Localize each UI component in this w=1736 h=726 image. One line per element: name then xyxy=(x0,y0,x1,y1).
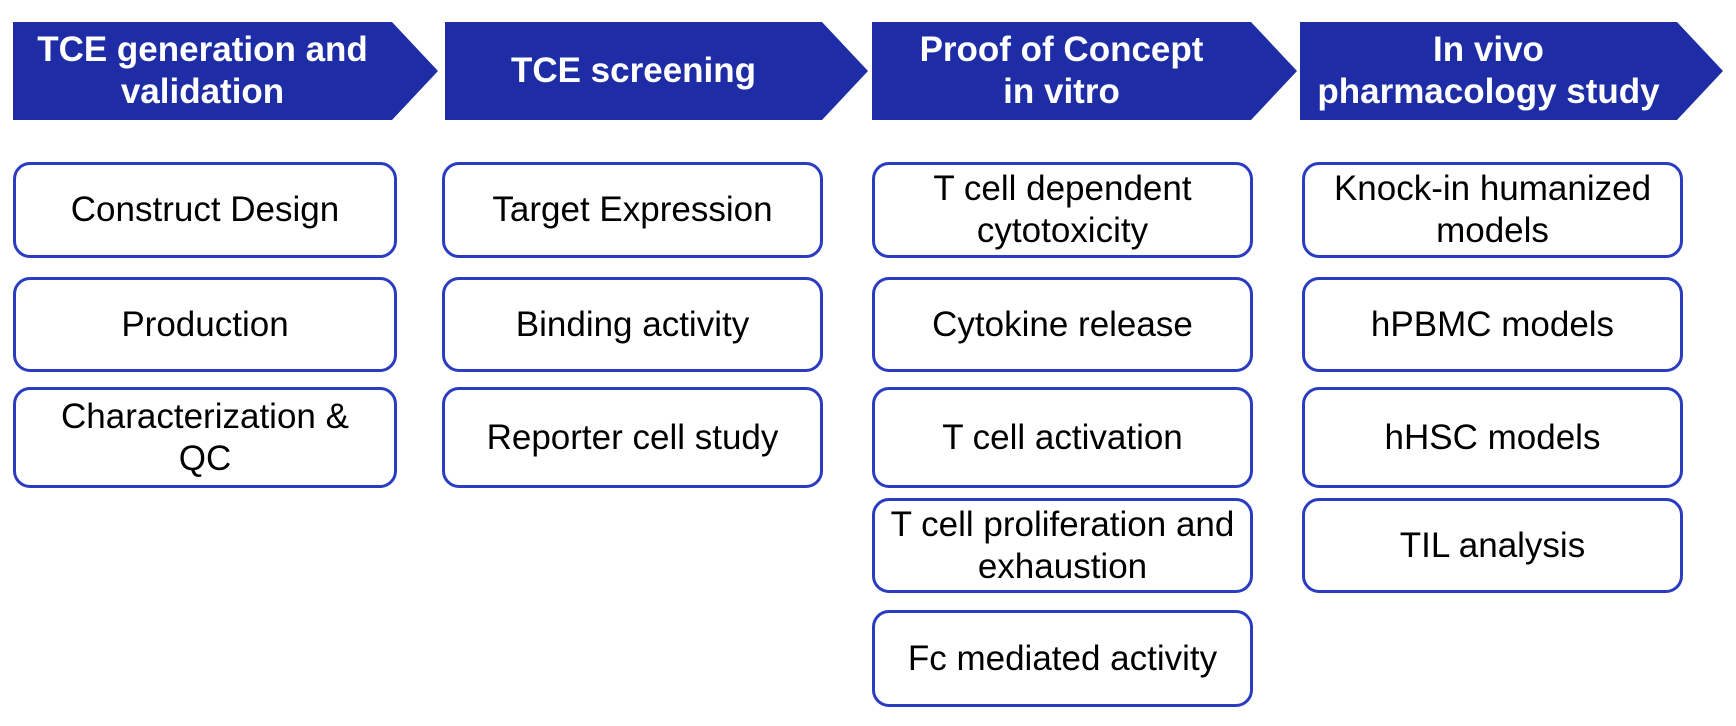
step-box-fc-mediated-activity: Fc mediated activity xyxy=(872,610,1253,707)
step-box-t-cell-activation: T cell activation xyxy=(872,387,1253,488)
step-box-characterization-qc: Characterization & QC xyxy=(13,387,397,488)
step-box-target-expression: Target Expression xyxy=(442,162,823,258)
step-label: Characterization & QC xyxy=(61,396,349,478)
step-box-t-cell-dependent-cytotoxicity: T cell dependent cytotoxicity xyxy=(872,162,1253,258)
step-label: Fc mediated activity xyxy=(907,638,1218,678)
step-label: Production xyxy=(121,304,289,344)
step-box-knock-in-humanized-models: Knock-in humanized models xyxy=(1302,162,1683,258)
step-label: Knock-in humanized models xyxy=(1333,169,1652,250)
stage-header-label: In vivo pharmacology study xyxy=(1317,30,1660,111)
step-box-til-analysis: TIL analysis xyxy=(1302,498,1683,593)
step-box-reporter-cell-study: Reporter cell study xyxy=(442,387,823,488)
step-box-binding-activity: Binding activity xyxy=(442,277,823,372)
stage-header-proof-of-concept-in-vitro: Proof of Concept in vitro xyxy=(872,22,1297,120)
stage-header-label: TCE generation and validation xyxy=(37,30,368,111)
step-label: hPBMC models xyxy=(1370,304,1615,344)
step-label: Cytokine release xyxy=(932,304,1193,344)
stage-header-tce-screening: TCE screening xyxy=(445,22,868,120)
step-box-t-cell-proliferation-and-exhaustion: T cell proliferation and exhaustion xyxy=(872,498,1253,593)
stage-header-in-vivo-pharmacology-study: In vivo pharmacology study xyxy=(1300,22,1723,120)
step-label: T cell activation xyxy=(942,417,1183,457)
step-label: hHSC models xyxy=(1384,417,1601,457)
step-label: Target Expression xyxy=(492,190,773,229)
step-label: Construct Design xyxy=(70,190,340,229)
stage-header-label: TCE screening xyxy=(510,51,757,90)
step-box-cytokine-release: Cytokine release xyxy=(872,277,1253,372)
step-label: T cell proliferation and exhaustion xyxy=(890,504,1235,586)
step-label: TIL analysis xyxy=(1399,525,1586,565)
step-label: Reporter cell study xyxy=(486,417,779,457)
stage-header-tce-generation-and-validation: TCE generation and validation xyxy=(13,22,438,120)
step-box-construct-design: Construct Design xyxy=(13,162,397,258)
step-label: Binding activity xyxy=(515,304,750,344)
step-label: T cell dependent cytotoxicity xyxy=(933,169,1192,250)
step-box-hpbmc-models: hPBMC models xyxy=(1302,277,1683,372)
step-box-hhsc-models: hHSC models xyxy=(1302,387,1683,488)
step-box-production: Production xyxy=(13,277,397,372)
stage-header-label: Proof of Concept in vitro xyxy=(919,30,1204,111)
